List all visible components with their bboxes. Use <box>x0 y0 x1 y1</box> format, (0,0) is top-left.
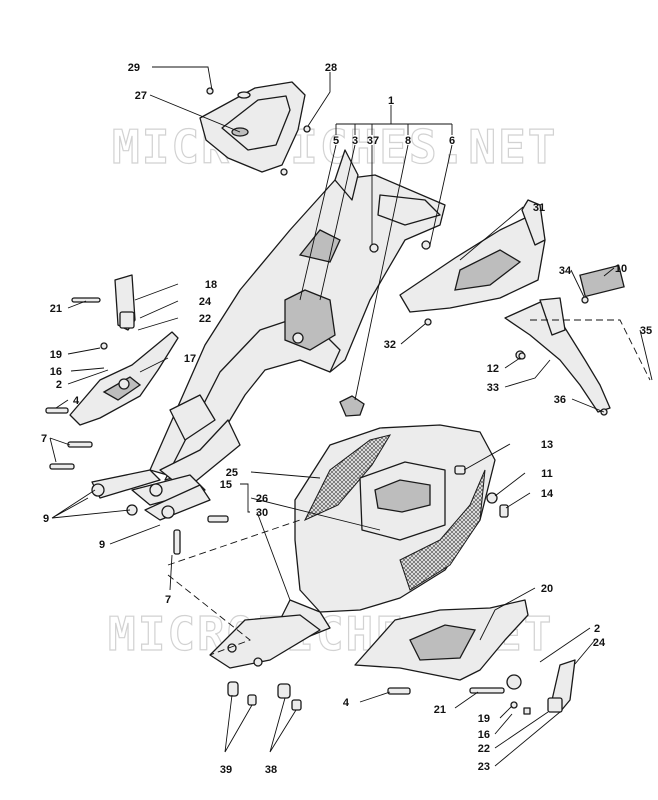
callout-29: 29 <box>128 62 140 74</box>
callout-25: 25 <box>226 467 238 479</box>
callout-9-left: 9 <box>43 513 49 525</box>
callout-6: 6 <box>449 135 455 147</box>
dashed-assembly-line-left <box>167 519 301 656</box>
callout-22-left: 22 <box>199 313 211 325</box>
bolts-left <box>45 297 229 555</box>
callout-38: 38 <box>265 764 277 776</box>
plate-bracket <box>504 264 625 416</box>
callout-21-right: 21 <box>434 704 446 716</box>
callout-20: 20 <box>541 583 553 595</box>
callout-24-right: 24 <box>593 637 606 649</box>
callout-11: 11 <box>541 468 553 480</box>
callout-7-lower: 7 <box>165 594 171 606</box>
callout-22-right: 22 <box>478 743 490 755</box>
callout-14: 14 <box>541 488 554 500</box>
small-fasteners <box>486 352 526 518</box>
callout-18: 18 <box>205 279 217 291</box>
callout-37: 37 <box>367 135 379 147</box>
dashed-assembly-line-right <box>530 319 651 381</box>
callout-2-right: 2 <box>594 623 600 635</box>
callout-26: 26 <box>256 493 268 505</box>
callout-12: 12 <box>487 363 499 375</box>
callout-34: 34 <box>559 265 572 277</box>
callout-35: 35 <box>640 325 652 337</box>
callout-5: 5 <box>333 135 339 147</box>
callout-10: 10 <box>615 263 627 275</box>
callout-24-left: 24 <box>199 296 212 308</box>
callout-2-left: 2 <box>56 379 62 391</box>
callout-labels: 29 27 28 1 5 3 37 8 6 31 10 34 35 12 33 … <box>41 62 652 776</box>
callout-30: 30 <box>256 507 268 519</box>
watermark-top: MICROFICHES.NET <box>112 120 557 174</box>
license-plate-holder <box>399 199 546 326</box>
lower-plate <box>209 614 321 711</box>
callout-15: 15 <box>220 479 232 491</box>
callout-28: 28 <box>325 62 337 74</box>
callout-3: 3 <box>352 135 358 147</box>
callout-16-left: 16 <box>50 366 62 378</box>
callout-1: 1 <box>388 95 394 107</box>
callout-4-left: 4 <box>73 395 80 407</box>
callout-9-lower: 9 <box>99 539 105 551</box>
right-footpeg-bracket <box>354 599 576 715</box>
callout-17: 17 <box>184 353 196 365</box>
callout-19-left: 19 <box>50 349 62 361</box>
leader-lines <box>49 66 653 767</box>
callout-7-left: 7 <box>41 433 47 445</box>
callout-33: 33 <box>487 382 499 394</box>
callout-19-right: 19 <box>478 713 490 725</box>
callout-16-right: 16 <box>478 729 490 741</box>
callout-31: 31 <box>533 202 545 214</box>
callout-27: 27 <box>135 90 147 102</box>
callout-13: 13 <box>541 439 553 451</box>
callout-21-left: 21 <box>50 303 62 315</box>
callout-8: 8 <box>405 135 411 147</box>
callout-39: 39 <box>220 764 232 776</box>
left-footpeg-bracket <box>69 274 179 426</box>
rear-subframe <box>149 149 446 491</box>
callout-36: 36 <box>554 394 566 406</box>
callout-23: 23 <box>478 761 490 773</box>
lower-links <box>91 469 211 521</box>
callout-4-right: 4 <box>343 697 350 709</box>
callout-32: 32 <box>384 339 396 351</box>
